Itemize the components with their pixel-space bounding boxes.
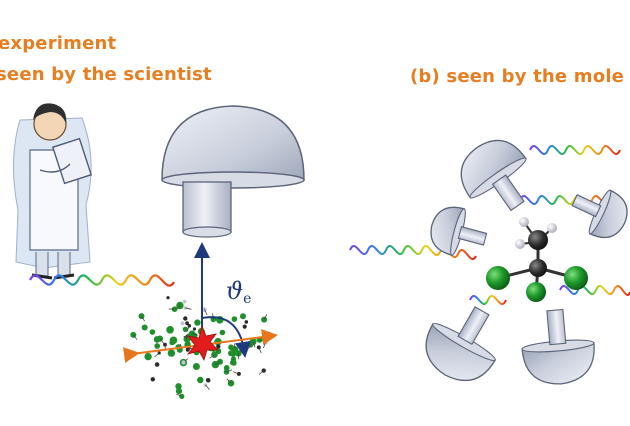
cloud-atom [230, 351, 236, 357]
cloud-atom [219, 329, 226, 336]
light-wave-icon [29, 274, 175, 287]
cloud-bond [226, 378, 232, 384]
cloud-atom [216, 344, 221, 349]
interaction-star-icon [186, 324, 219, 362]
cloud-atom [182, 299, 187, 304]
cloud-atom [242, 324, 247, 329]
angle-symbol: ϑ [226, 277, 244, 305]
cloud-atom [175, 388, 183, 395]
right-detectors [425, 139, 628, 385]
cloud-atom [180, 321, 185, 326]
cloud-atom [144, 352, 152, 361]
cloud-atom [244, 320, 249, 324]
cloud-atom [230, 356, 237, 362]
cloud-bond [258, 370, 264, 375]
panel-b-title: (b) seen by the mole [410, 66, 625, 87]
cloud-atom [175, 383, 182, 390]
cloud-bond [176, 393, 182, 397]
cloud-atom [154, 343, 161, 349]
panel-a-title-line1: experiment [0, 33, 117, 54]
cloud-atom [153, 336, 161, 343]
cloud-atom [166, 296, 170, 300]
molecule-icon [486, 217, 588, 302]
cloud-atom [223, 365, 230, 371]
cloud-bond [226, 369, 233, 373]
cloud-atom [167, 349, 176, 357]
detector-icon [161, 105, 305, 238]
cloud-atom [192, 363, 200, 370]
cloud-atom [181, 360, 186, 365]
cloud-atom [197, 376, 204, 384]
cloud-bond [154, 352, 160, 358]
cloud-bond [141, 315, 146, 322]
cloud-atom [205, 378, 211, 383]
cloud-bond [263, 314, 268, 320]
cloud-atom [240, 313, 246, 320]
cloud-bond [233, 371, 240, 375]
cloud-atom [154, 362, 160, 367]
cloud-atom [194, 319, 201, 326]
cloud-atom [149, 329, 156, 335]
cloud-atom [183, 316, 188, 321]
cloud-atom [183, 306, 188, 310]
angle-subscript: e [243, 291, 252, 307]
cloud-atom [192, 327, 197, 331]
cloud-bond [204, 309, 208, 316]
scientist-with-clipboard-icon [13, 103, 93, 280]
angle-label: ϑe [226, 277, 251, 307]
cloud-atom [231, 316, 238, 322]
panel-a-title-line2: seen by the scientist [0, 64, 212, 85]
cloud-atom [185, 321, 190, 326]
cloud-atom [141, 324, 148, 331]
cloud-bond [205, 384, 210, 390]
cloud-atom [150, 377, 155, 382]
cloud-bond [185, 307, 192, 310]
cloud-atom [169, 339, 175, 346]
right-light-waves [349, 145, 630, 305]
cloud-atom [166, 326, 174, 334]
